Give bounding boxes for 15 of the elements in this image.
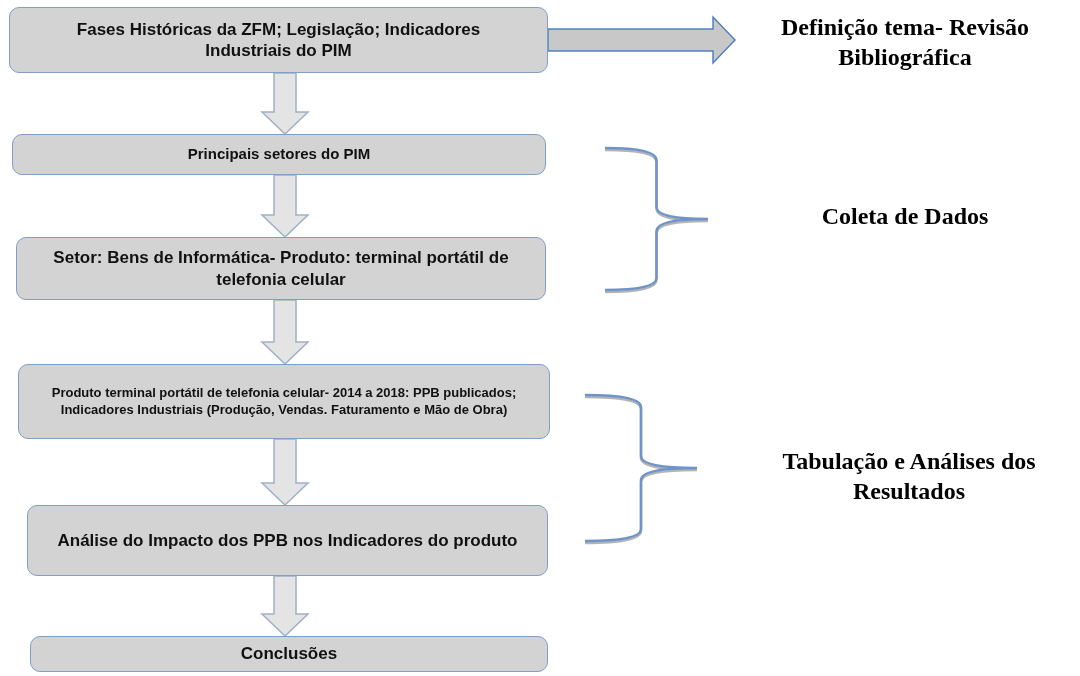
block-arrow — [260, 174, 310, 239]
process-box: Produto terminal portátil de telefonia celular- 2014 a 2018: PPB publicados; Indicadores Industriais (Produção, Vendas. Faturamento e Mão de Obra) — [18, 364, 550, 439]
block-arrow — [547, 15, 737, 65]
phase-label: Tabulação e Análises dos Resultados — [781, 447, 1037, 506]
process-box: Setor: Bens de Informática- Produto: terminal portátil de telefonia celular — [16, 237, 546, 300]
block-arrow — [260, 575, 310, 638]
block-arrow — [260, 72, 310, 136]
block-arrow — [260, 438, 310, 507]
process-box: Análise do Impacto dos PPB nos Indicadores do produto — [27, 505, 548, 576]
step-description: Definição tema- Revisão Bibliográfica — [735, 8, 1075, 76]
process-box: Fases Históricas da ZFM; Legislação; Indicadores Industriais do PIM — [9, 7, 548, 73]
process-box: Conclusões — [30, 636, 548, 672]
phase-label: Coleta de Dados — [820, 202, 990, 231]
process-box: Principais setores do PIM — [12, 134, 546, 175]
block-arrow — [260, 299, 310, 366]
